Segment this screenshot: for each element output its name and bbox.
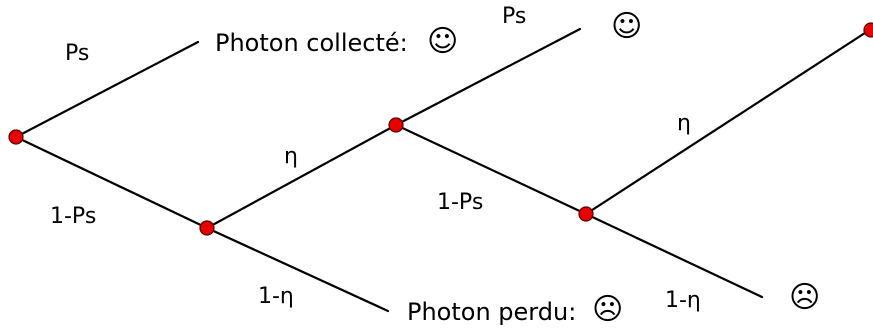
outcomes: Photon collecté: ☺ ☺ Photon perdu: ☹ ☹ [215,9,820,327]
edge-node2-to-lost [205,226,390,313]
edge-node4-to-lost2 [584,212,764,299]
edge-node2-to-node3 [205,123,398,230]
label-eta-first: η [284,144,298,169]
sad-face-icon: ☹ [592,292,623,327]
tree-nodes [8,22,873,236]
sad-face-icon-2: ☹ [789,280,820,315]
label-one-minus-ps-second: 1-Ps [437,190,483,215]
node-level5-partial [863,22,873,38]
label-ps-first: Ps [65,41,89,66]
node-level3 [388,117,404,133]
label-one-minus-ps-first: 1-Ps [50,204,96,229]
edge-node3-to-collected2 [394,27,582,127]
label-one-minus-eta-first: 1-η [258,284,294,309]
node-root [8,129,24,145]
tree-edges [14,27,870,313]
node-level2 [199,220,215,236]
node-level4 [578,206,594,222]
label-eta-second: η [677,111,691,136]
happy-face-icon-2: ☺ [611,9,642,44]
edge-root-to-node2 [14,135,209,230]
label-ps-second: Ps [502,4,526,29]
outcome-collected-text: Photon collecté: [215,29,408,57]
label-one-minus-eta-second: 1-η [665,288,701,313]
edge-labels: Ps 1-Ps η 1-η Ps 1-Ps η 1-η [50,4,701,313]
edge-root-to-collected [14,40,200,139]
happy-face-icon: ☺ [427,24,458,59]
edge-node4-to-node5 [584,29,870,216]
edge-node3-to-node4 [394,123,588,216]
outcome-lost-text: Photon perdu: [407,298,576,326]
